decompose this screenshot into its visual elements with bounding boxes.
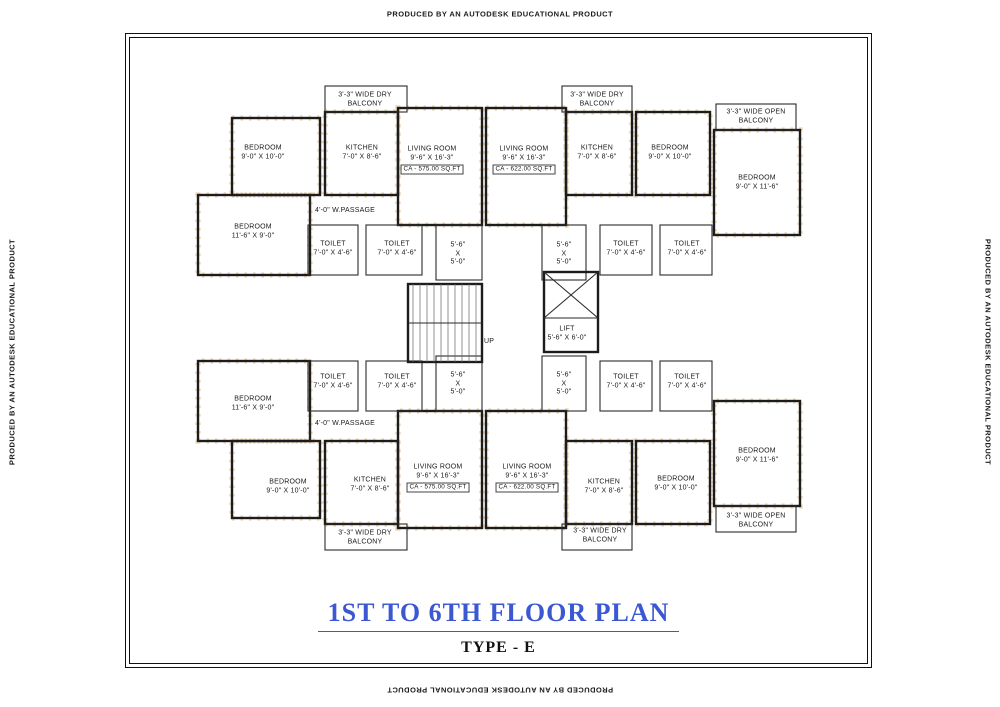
watermark-top: PRODUCED BY AN AUTODESK EDUCATIONAL PROD… [386,9,614,19]
plan-subtitle: TYPE - E [461,639,536,656]
drawing-frame-inner [129,37,868,664]
carpet-area-box: CA - 575.00 SQ.FT [400,164,464,175]
label-passage-lower: 4'-0" W.PASSAGE [315,419,375,427]
title-block: 1ST TO 6TH FLOOR PLAN TYPE - E [125,598,872,657]
plan-title: 1ST TO 6TH FLOOR PLAN [317,598,680,632]
label-up: UP [483,337,495,345]
carpet-area-box: CA - 622.00 SQ.FT [492,164,556,175]
label-passage-upper: 4'-0" W.PASSAGE [315,206,375,214]
carpet-area-box: CA - 575.00 SQ.FT [406,482,470,493]
carpet-area-box: CA - 622.00 SQ.FT [495,482,559,493]
drawing-frame [125,33,872,668]
